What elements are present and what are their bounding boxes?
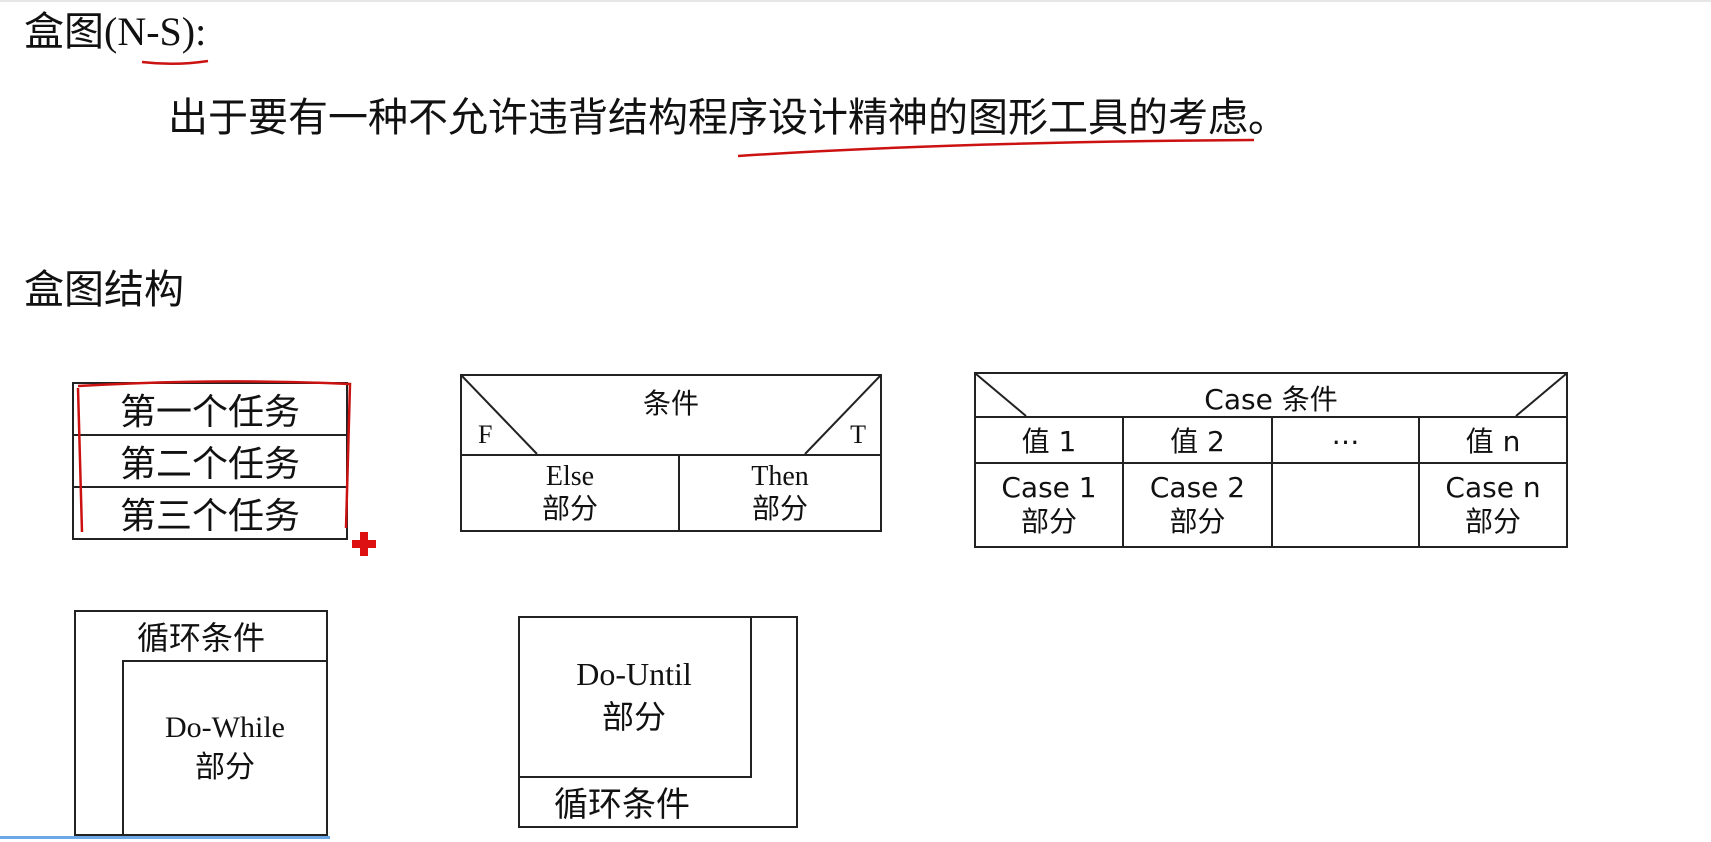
case-condition-row — [976, 374, 1566, 418]
case-condition-label: Case 条件 — [1204, 383, 1338, 416]
else-part: Else 部分 — [462, 456, 680, 530]
do-until-line1: Do-Until — [576, 655, 692, 692]
page-title: 盒图(N-S): — [24, 9, 207, 55]
do-while-line1: Do-While — [165, 710, 285, 744]
case-part-1-line1: Case 1 — [1001, 471, 1097, 505]
case-part-n-line1: Case n — [1445, 471, 1541, 505]
do-while-diagram: 循环条件 Do-While 部分 — [74, 610, 328, 836]
do-until-body-text: Do-Until 部分 — [518, 616, 750, 776]
case-part-2: Case 2 部分 — [1124, 464, 1273, 546]
case-value-1: 值 1 — [976, 418, 1124, 464]
do-until-line2: 部分 — [601, 698, 666, 736]
case-part-ellipsis — [1273, 464, 1420, 546]
case-value-n: 值 n — [1420, 418, 1566, 464]
case-part-n: Case n 部分 — [1420, 464, 1566, 546]
case-part-n-line2: 部分 — [1464, 505, 1521, 538]
case-part-2-line1: Case 2 — [1149, 471, 1246, 505]
if-false-label: F — [478, 420, 493, 449]
case-part-1-line2: 部分 — [1020, 505, 1077, 538]
do-while-line2: 部分 — [195, 750, 255, 785]
case-diagram: Case 条件 值 1 值 2 … 值 n Case 1 部分 Case 2 部… — [974, 372, 1568, 548]
sequence-diagram: 第一个任务 第二个任务 第三个任务 — [72, 382, 348, 540]
if-condition-row — [462, 376, 880, 456]
title-cn: 盒图 — [24, 9, 104, 55]
bottom-progress-strip — [0, 836, 330, 839]
case-value-ellipsis: … — [1273, 418, 1420, 464]
do-until-body: Do-Until 部分 — [518, 616, 752, 778]
case-diagonals — [975, 373, 1567, 417]
then-line2: 部分 — [751, 492, 808, 525]
then-line1: Then — [751, 460, 809, 492]
if-else-diagram: 条件 F T Else 部分 Then 部分 — [460, 374, 882, 532]
title-paren-close: ): — [181, 9, 207, 54]
then-part: Then 部分 — [680, 456, 880, 530]
do-while-body: Do-While 部分 — [122, 660, 326, 834]
case-part-1: Case 1 部分 — [976, 464, 1124, 546]
title-paren-open: ( — [104, 9, 118, 54]
do-while-condition: 循环条件 — [136, 619, 265, 657]
if-condition-label: 条件 — [642, 387, 699, 420]
title-latin: N-S — [117, 9, 182, 54]
sequence-task-2: 第二个任务 — [74, 436, 346, 488]
else-line2: 部分 — [541, 492, 598, 525]
sequence-task-3: 第三个任务 — [119, 496, 300, 537]
case-value-2: 值 2 — [1124, 418, 1273, 464]
do-until-diagram: Do-Until 部分 循环条件 — [518, 616, 798, 828]
if-true-label: T — [850, 420, 866, 449]
do-while-body-text: Do-While 部分 — [124, 662, 326, 834]
else-line1: Else — [545, 460, 595, 492]
case-part-2-line2: 部分 — [1169, 505, 1226, 538]
section-title: 盒图结构 — [24, 267, 184, 313]
do-until-condition: 循环条件 — [554, 784, 690, 825]
sequence-task-1: 第一个任务 — [74, 384, 346, 436]
subtitle: 出于要有一种不允许违背结构程序设计精神的图形工具的考虑。 — [168, 95, 1288, 141]
top-border — [0, 0, 1711, 2]
if-diagonals — [461, 375, 881, 455]
